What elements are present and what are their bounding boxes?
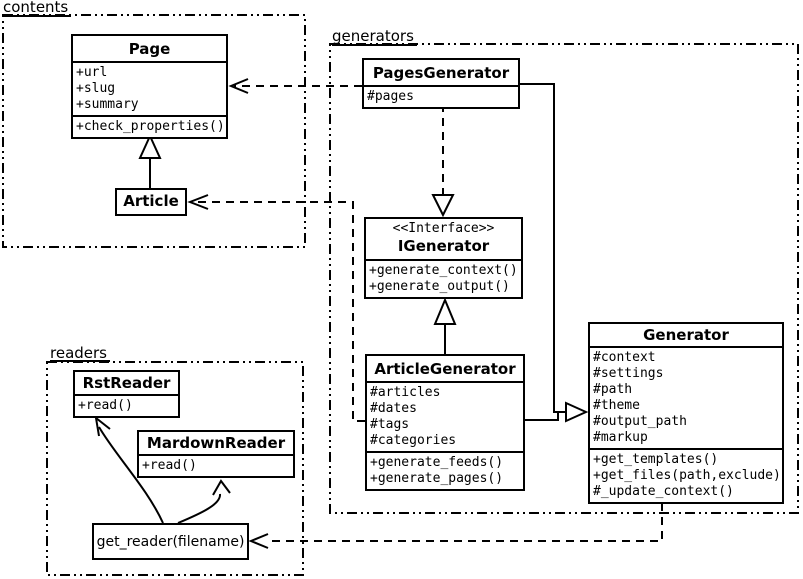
method-row: +read() [142,458,197,473]
class-articlegenerator: ArticleGenerator #articles #dates #tags … [365,354,525,491]
open-arrowhead-icon [187,194,209,210]
class-mardownreader-title: MardownReader [146,434,286,452]
hollow-triangle-icon [431,194,455,218]
class-page: Page +url +slug +summary +check_properti… [71,34,228,139]
get-reader-function-box: get_reader(filename) [92,523,249,560]
method-row: +generate_pages() [370,471,504,486]
package-contents-border [2,14,306,248]
class-igenerator: <<Interface>> IGenerator +generate_conte… [364,217,523,299]
method-row: +check_properties() [76,119,225,134]
class-generator-attributes: #context #settings #path #theme #output_… [590,346,782,448]
open-arrowhead-icon [94,415,111,437]
package-generators-label: generators [332,29,417,46]
inheritance-article-page [138,133,162,188]
method-row: +generate_feeds() [370,455,504,470]
class-igenerator-methods: +generate_context() +generate_output() [366,259,521,297]
dependency-pagesgenerator-page [228,78,362,94]
edge-getreader-mardownreader [177,479,231,524]
class-pagesgenerator-title: PagesGenerator [372,64,510,82]
class-generator-title: Generator [643,326,729,344]
class-pagesgenerator-attributes: #pages [364,85,518,107]
hollow-triangle-icon [433,297,457,325]
open-arrowhead-icon [228,78,249,94]
class-rstreader-methods: +read() [75,394,178,416]
attribute-row: #markup [593,430,648,445]
open-arrowhead-icon [248,533,269,549]
class-mardownreader-methods: +read() [139,454,293,476]
attribute-row: +url [76,65,108,80]
class-article: Article [115,188,187,216]
method-row: +generate_output() [369,279,510,294]
class-rstreader-title: RstReader [82,374,171,392]
method-row: +generate_context() [369,263,518,278]
edge-getreader-rstreader [94,415,164,524]
method-row: +read() [78,398,133,413]
method-row: +get_files(path,exclude) [593,468,781,483]
attribute-row: #categories [370,433,457,448]
class-igenerator-title: IGenerator [397,237,490,255]
class-articlegenerator-methods: +generate_feeds() +generate_pages() [367,451,523,489]
hollow-triangle-icon [565,401,589,423]
method-row: +get_templates() [593,452,719,467]
class-generator: Generator #context #settings #path #them… [588,322,784,504]
package-readers-label: readers [50,346,110,362]
attribute-row: #context [593,350,656,365]
dependency-articlegenerator-article [187,194,365,422]
class-page-methods: +check_properties() [73,115,226,137]
attribute-row: #path [593,382,633,397]
attribute-row: #theme [593,398,640,413]
package-generators-border [329,43,799,514]
attribute-row: #output_path [593,414,687,429]
class-article-title: Article [123,192,179,210]
get-reader-label: get_reader(filename) [96,533,245,550]
method-row: #_update_context() [593,484,734,499]
class-articlegenerator-title: ArticleGenerator [374,360,516,378]
class-page-title: Page [128,40,171,58]
class-mardownreader: MardownReader +read() [137,430,295,478]
package-contents-label: contents [3,0,72,17]
class-igenerator-header: <<Interface>> IGenerator [366,219,521,259]
inheritance-generators-generator [520,83,589,423]
class-articlegenerator-attributes: #articles #dates #tags #categories [367,381,523,451]
class-rstreader: RstReader +read() [73,370,180,418]
attribute-row: #articles [370,385,441,400]
class-page-attributes: +url +slug +summary [73,61,226,115]
attribute-row: +slug [76,81,116,96]
attribute-row: #pages [367,89,414,104]
hollow-triangle-icon [138,133,162,159]
attribute-row: #settings [593,366,664,381]
dependency-generator-getreader [248,503,663,549]
package-borders [2,14,799,576]
attribute-row: #dates [370,401,417,416]
attribute-row: +summary [76,97,139,112]
open-arrowhead-icon [212,479,231,496]
class-pagesgenerator: PagesGenerator #pages [362,58,520,109]
realization-pagesgenerator-igenerator [431,104,455,218]
attribute-row: #tags [370,417,410,432]
interface-stereotype: <<Interface>> [392,221,495,236]
class-generator-methods: +get_templates() +get_files(path,exclude… [590,448,782,502]
inheritance-articlegenerator-igenerator [433,297,457,354]
